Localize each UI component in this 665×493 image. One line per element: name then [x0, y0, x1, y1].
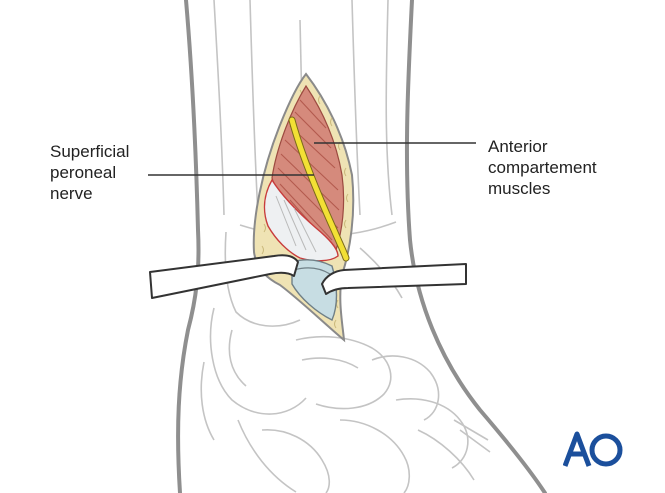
muscles-label: Anterior compartement muscles: [488, 136, 597, 199]
muscles-label-line-3: muscles: [488, 179, 551, 198]
right-retractor: [321, 263, 467, 295]
joint-line: [293, 267, 331, 275]
ankle-joint-capsule: [291, 259, 338, 321]
superficial-peroneal-nerve-fill: [289, 117, 349, 261]
ao-logo: AO: [563, 431, 623, 467]
nerve-label-line-2: peroneal: [50, 163, 117, 182]
nerve-label: Superficial peroneal nerve: [50, 141, 129, 204]
leg-outline: [176, 0, 547, 493]
left-retractor: [149, 254, 299, 299]
exposed-tendons: [263, 178, 339, 262]
muscles-label-line-2: compartement: [488, 158, 597, 177]
nerve-label-line-3: nerve: [50, 184, 93, 203]
nerve-label-line-1: Superficial: [50, 142, 130, 161]
muscles-label-line-1: Anterior: [488, 137, 548, 156]
tendon-lines: [275, 195, 317, 253]
